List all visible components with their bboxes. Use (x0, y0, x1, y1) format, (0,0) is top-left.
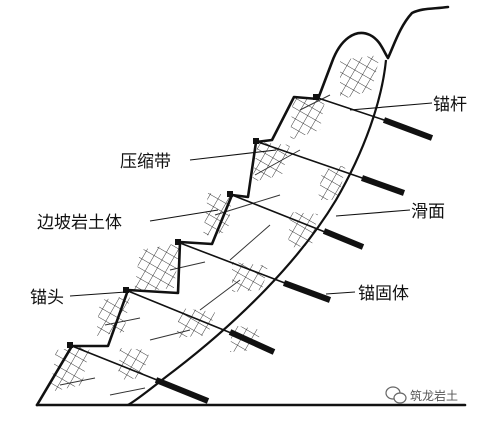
anchor-rod (231, 194, 331, 235)
anchors (67, 94, 434, 404)
slope-outline (35, 5, 450, 407)
hatch-patch (252, 142, 290, 182)
hatch-patch (50, 346, 90, 392)
wechat-logo-icon (385, 386, 407, 404)
watermark-text: 筑龙岩土 (410, 388, 458, 403)
label-slope-rock-soil: 边坡岩土体 (37, 213, 122, 233)
anchor-rod (179, 242, 291, 286)
anchorage-body (282, 280, 332, 303)
compression-zone-lines (59, 94, 331, 396)
hatch-patch (232, 262, 268, 292)
hatch-patch (288, 212, 318, 248)
anchor-head (123, 287, 129, 293)
leader-slip-surface (335, 209, 411, 217)
anchorage-body (322, 228, 365, 250)
anchor-head (175, 239, 181, 245)
anchor-rod (71, 345, 163, 383)
leader-anchorage-body (325, 291, 356, 295)
anchor-head (253, 138, 259, 144)
hatch-patch (290, 96, 325, 140)
anchorage-body (228, 329, 276, 355)
anchor-rod (257, 141, 369, 181)
anchorage-body (360, 175, 406, 196)
watermark: 筑龙岩土 (385, 386, 458, 404)
leader-anchor-rod (349, 102, 433, 111)
label-anchor-rod: 锚杆 (433, 95, 467, 115)
leader-slope-rock-soil (149, 209, 219, 222)
anchor-rod (127, 290, 237, 336)
hatch-patch (176, 308, 215, 338)
anchorage-body (154, 377, 210, 404)
anchor-head (67, 342, 73, 348)
label-anchorage-body: 锚固体 (358, 284, 409, 304)
label-compression-zone: 压缩带 (120, 152, 171, 172)
anchorage-body (382, 117, 434, 141)
hatch-patch (134, 243, 180, 292)
anchor-head (313, 94, 319, 100)
leader-lines (69, 102, 433, 297)
leader-anchor-head (69, 291, 127, 297)
anchor-head (227, 191, 233, 197)
label-anchor-head: 锚头 (30, 288, 64, 308)
hatch-patch (318, 165, 346, 200)
leader-compression-zone (189, 149, 277, 161)
slip-surface-line (127, 59, 388, 406)
label-slip-surface: 滑面 (411, 202, 445, 222)
hatch-patch (118, 348, 150, 380)
hatch-patch (340, 55, 380, 100)
